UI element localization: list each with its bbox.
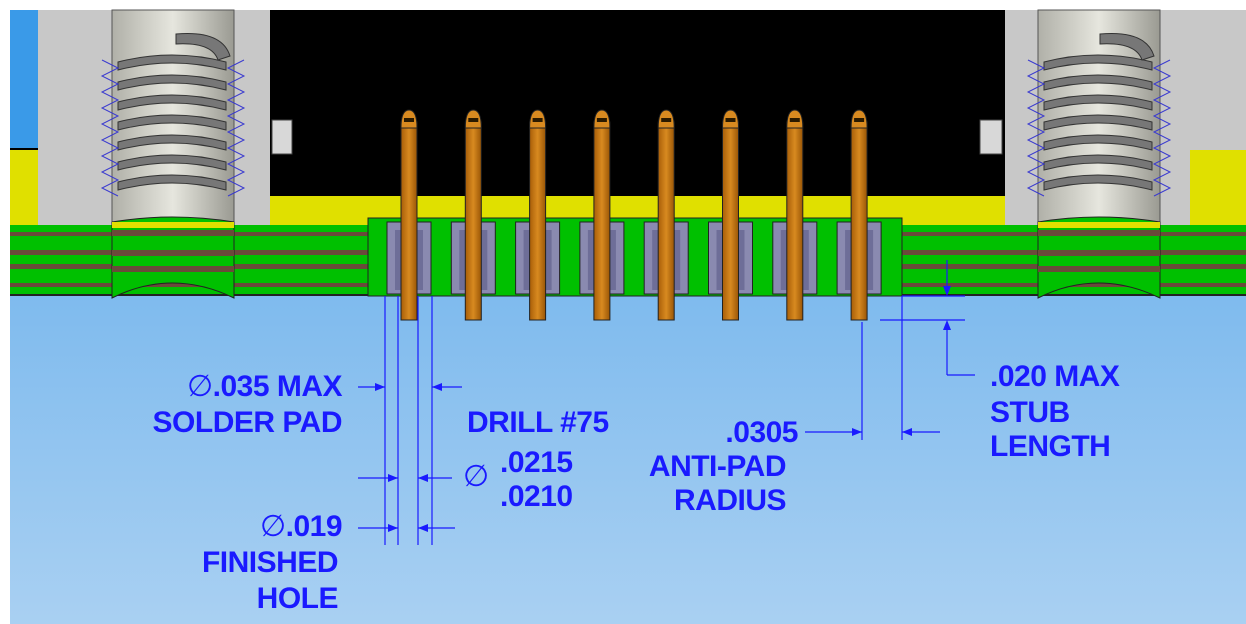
diameter-symbol: ∅ [259, 510, 286, 543]
drill-value-min: .0210 [500, 480, 573, 513]
anti-pad-radius-label: RADIUS [673, 484, 787, 517]
pin [708, 109, 753, 321]
solder-pad-label: SOLDER PAD [152, 406, 343, 439]
pin [579, 109, 625, 321]
finished-hole-dimension: ∅.019 [200, 510, 343, 543]
screw-thread-icon [100, 9, 246, 226]
cavity [270, 10, 1005, 196]
stub-length-label: LENGTH [990, 430, 1111, 463]
notch-right [979, 119, 1003, 155]
drill-label: DRILL #75 [467, 406, 609, 439]
drill-value-max: .0215 [500, 446, 573, 479]
pin [515, 109, 561, 321]
drill-diameter-symbol: ∅ [463, 460, 489, 493]
diameter-symbol: ∅ [186, 370, 213, 403]
finished-hole-value: .019 [285, 510, 343, 543]
dimension-arrowheads [375, 286, 951, 532]
stub-label: STUB [990, 396, 1070, 429]
pin [772, 109, 818, 321]
notch-left [271, 119, 293, 155]
screw-thread-icon-right [1026, 9, 1172, 226]
via-region [367, 217, 903, 297]
finished-hole-label-2: HOLE [256, 582, 339, 615]
left-edge-blue [10, 10, 38, 150]
pin-array [386, 109, 882, 321]
finished-hole-label: FINISHED [201, 546, 339, 579]
pin [643, 109, 689, 321]
left-yellow-band [10, 150, 38, 228]
pcb-laminate [10, 216, 1246, 299]
stub-value: .020 MAX [990, 360, 1120, 393]
pin [386, 109, 432, 321]
pin [450, 109, 496, 321]
solder-pad-dimension: ∅.035 MAX [120, 370, 343, 403]
solder-pad-value: .035 MAX [212, 370, 343, 403]
anti-pad-value: .0305 [725, 416, 798, 449]
anti-pad-label: ANTI-PAD [648, 450, 787, 483]
pin [836, 109, 882, 321]
